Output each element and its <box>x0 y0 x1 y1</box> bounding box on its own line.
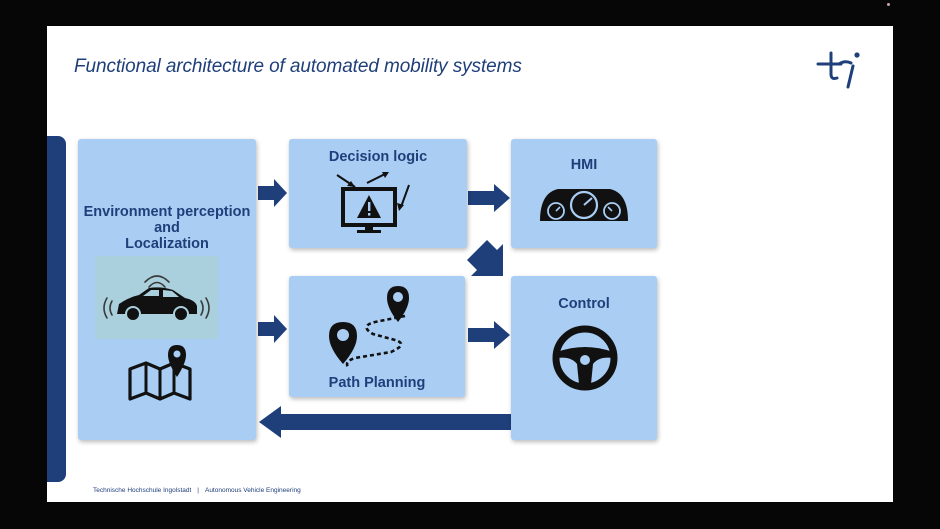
dashboard-gauges-icon <box>540 189 628 221</box>
car-sensor-icon <box>103 275 210 322</box>
thi-logo-icon <box>816 51 860 89</box>
footer-separator: | <box>197 487 199 494</box>
route-pins-icon <box>329 286 409 369</box>
recording-dot <box>887 3 890 6</box>
footer-course: Autonomous Vehicle Engineering <box>204 487 301 494</box>
environment-label-line2: and <box>154 220 180 236</box>
arrow-path-to-control <box>468 321 510 349</box>
decision-logic-block: Decision logic <box>289 139 467 248</box>
warning-monitor-icon <box>336 172 410 233</box>
environment-label-line1: Environment perception <box>83 204 251 220</box>
slide: Functional architecture of automated mob… <box>47 26 893 502</box>
hmi-block: HMI <box>511 139 657 248</box>
side-accent-bar <box>47 136 66 482</box>
control-label: Control <box>558 296 610 312</box>
arrow-control-to-env <box>259 406 511 438</box>
arrow-decision-to-hmi <box>468 184 510 212</box>
decision-logic-label: Decision logic <box>328 149 428 165</box>
map-pin-icon <box>128 345 192 401</box>
path-planning-block: Path Planning <box>289 276 465 397</box>
hmi-label: HMI <box>570 157 598 173</box>
footer: Technische Hochschule Ingolstadt | Autonom… <box>93 487 301 494</box>
slide-title: Functional architecture of automated mob… <box>74 56 522 77</box>
arrow-env-to-decision <box>258 179 287 207</box>
arrow-decision-to-control <box>467 240 503 276</box>
footer-institution: Technische Hochschule Ingolstadt <box>93 487 192 494</box>
path-planning-label: Path Planning <box>328 375 426 391</box>
car-sensor-panel <box>95 256 218 339</box>
steering-wheel-icon <box>552 325 618 391</box>
arrow-env-to-path <box>258 315 287 343</box>
environment-perception-block: Environment perception and Localization <box>78 139 256 440</box>
environment-label-line3: Localization <box>125 236 209 252</box>
control-block: Control <box>511 276 657 440</box>
